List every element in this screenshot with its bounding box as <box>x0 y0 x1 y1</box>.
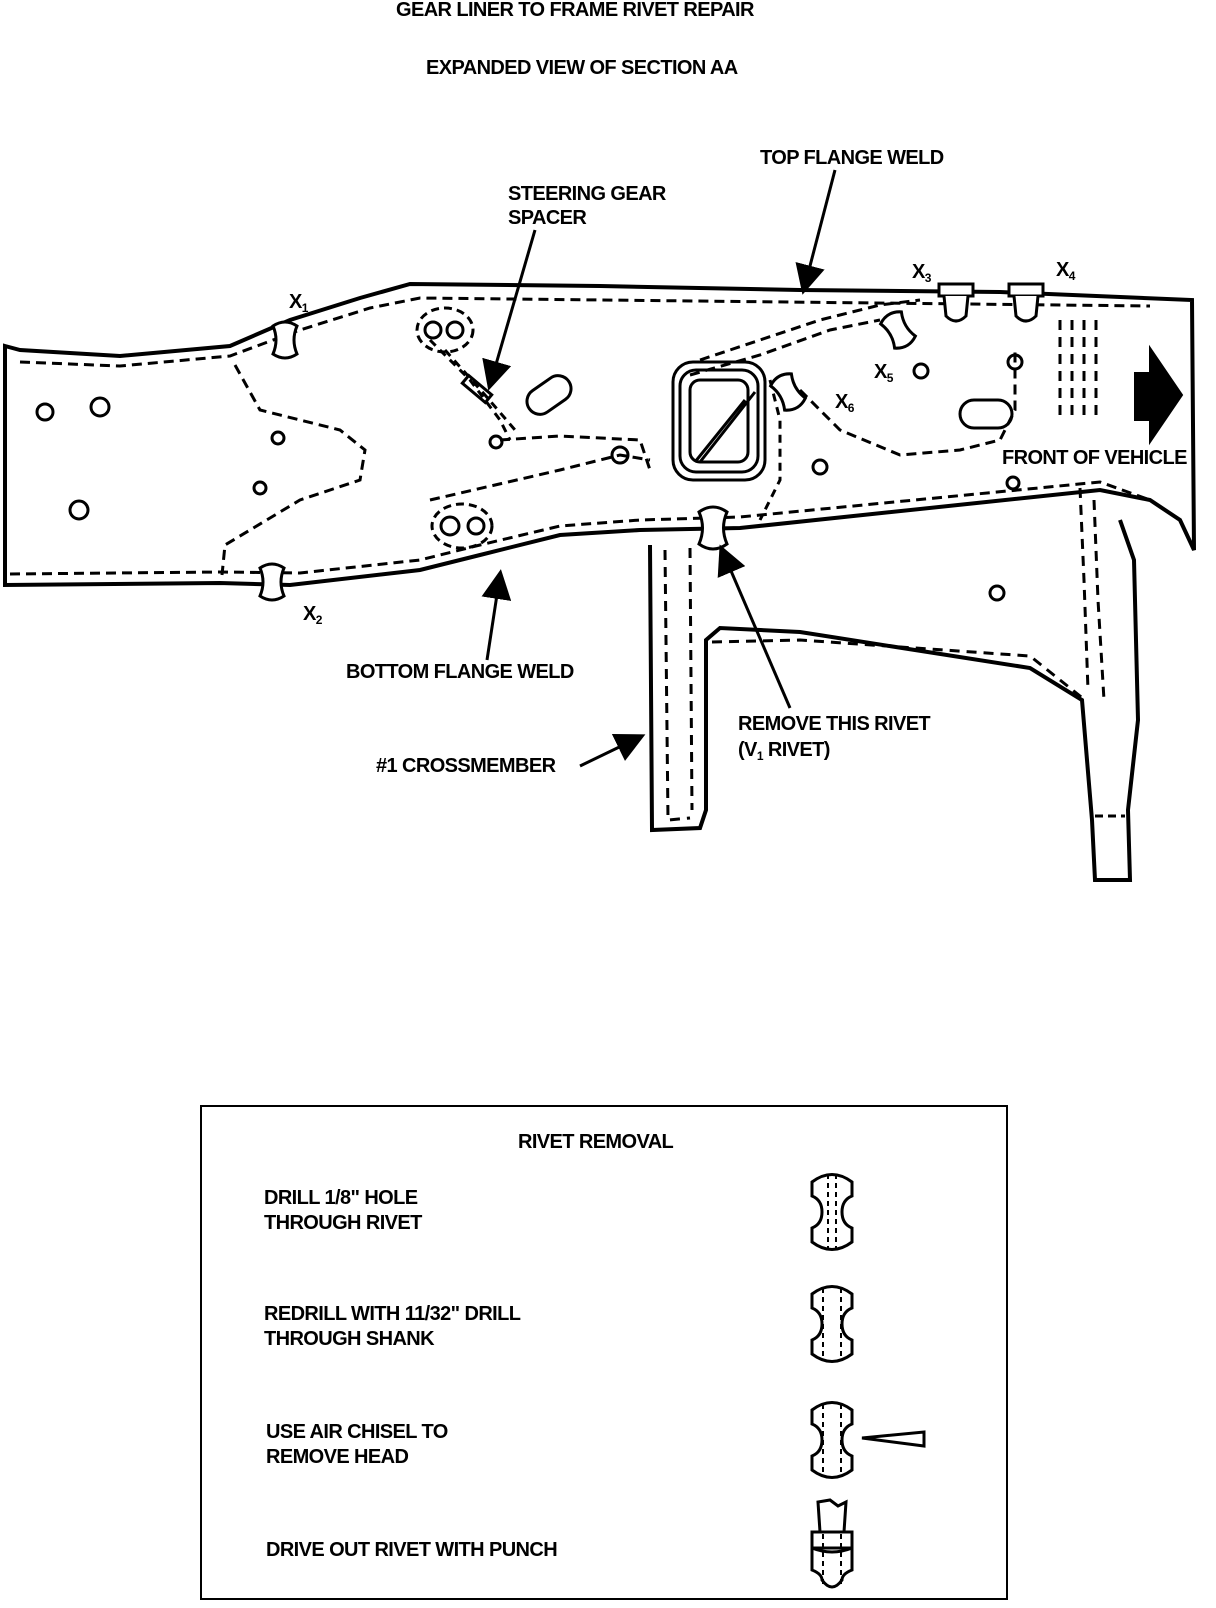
marker-x4: X4 <box>1056 259 1075 283</box>
frame-hole <box>488 434 504 450</box>
spacer-hole <box>423 320 443 340</box>
gear-liner-upper-dashes-2 <box>689 318 881 377</box>
crossmember-post <box>648 519 1141 882</box>
frame-hole <box>252 480 268 496</box>
gear-liner-right-dashes <box>798 350 1017 457</box>
leader-spacer <box>482 229 537 391</box>
rivet-x5 <box>878 310 918 350</box>
frame-hole <box>912 362 930 380</box>
spacer-hole-cluster <box>415 306 475 354</box>
label-v1-rivet: (V1 RIVET) <box>738 739 830 763</box>
leader-bottom-flange <box>481 569 512 661</box>
rivet-x2 <box>258 562 286 602</box>
diagram-title: GEAR LINER TO FRAME RIVET REPAIR <box>396 0 754 21</box>
frame-hole <box>988 584 1006 602</box>
bottom-flange-dashes <box>9 480 1151 576</box>
gear-liner-outline <box>220 364 367 576</box>
gear-mount-strap <box>693 391 757 463</box>
frame-hole <box>89 396 111 418</box>
rivet-step-icon-chisel <box>810 1401 926 1479</box>
label-steering-gear-spacer: STEERING GEAR SPACER <box>508 183 666 229</box>
leader-top-flange <box>795 169 837 295</box>
rivet-removal-box <box>200 1105 1008 1600</box>
leader-v1-rivet <box>717 544 792 709</box>
gear-mount-window-inner <box>688 378 750 464</box>
slot-left <box>525 374 573 416</box>
slot-right <box>958 398 1014 430</box>
rivet-removal-step-4: DRIVE OUT RIVET WITH PUNCH <box>266 1539 558 1561</box>
diagram-subtitle: EXPANDED VIEW OF SECTION AA <box>426 57 738 79</box>
label-crossmember: #1 CROSSMEMBER <box>376 755 556 777</box>
hole-cluster <box>430 502 494 550</box>
frame-hole <box>270 430 286 446</box>
gear-liner-lower-dashes <box>429 453 651 502</box>
marker-x6: X6 <box>835 391 854 415</box>
gear-liner-mid-dashes <box>499 434 652 471</box>
label-remove-this-rivet: REMOVE THIS RIVET <box>738 713 931 735</box>
front-arrow <box>1134 344 1184 446</box>
rivet-v1 <box>697 505 729 551</box>
marker-x2: X2 <box>303 603 322 627</box>
frame-hole <box>35 402 55 422</box>
marker-x3: X3 <box>912 261 931 285</box>
bracket-dashes <box>1058 320 1098 420</box>
label-top-flange-weld: TOP FLANGE WELD <box>760 147 944 169</box>
rivet-step-icon-drill <box>810 1173 854 1251</box>
frame-hole <box>466 516 486 536</box>
frame-hole <box>811 458 829 476</box>
gear-mount-window-outer <box>671 360 767 482</box>
rivet-step-icon-punch <box>810 1498 854 1589</box>
frame-hole <box>439 515 461 537</box>
frame-hole <box>1005 475 1021 491</box>
rivet-removal-step-1: DRILL 1/8" HOLE THROUGH RIVET <box>264 1187 422 1234</box>
rivet-removal-step-3: USE AIR CHISEL TO REMOVE HEAD <box>266 1421 448 1468</box>
spacer-dashes <box>428 338 517 441</box>
rivet-removal-heading: RIVET REMOVAL <box>518 1131 674 1153</box>
rivet-removal-step-2: REDRILL WITH 11/32" DRILL THROUGH SHANK <box>264 1303 521 1350</box>
frame-hole <box>68 499 90 521</box>
marker-x1: X1 <box>289 291 308 315</box>
frame-rail-outline <box>3 281 1196 588</box>
marker-x5: X5 <box>874 361 893 385</box>
gear-mount-window-mid <box>678 368 760 474</box>
rivet-x4 <box>1007 282 1045 323</box>
frame-hole <box>1006 353 1024 371</box>
gear-liner-upper-dashes <box>699 298 921 362</box>
gear-mount-dashes <box>758 379 782 521</box>
rivet-x6 <box>768 372 808 412</box>
rivet-x3 <box>937 282 975 323</box>
crossmember-dashes <box>663 547 694 822</box>
rivet-x1 <box>271 320 299 360</box>
steering-gear-spacer <box>460 373 494 405</box>
label-bottom-flange-weld: BOTTOM FLANGE WELD <box>346 661 574 683</box>
top-flange-dashes <box>19 296 1151 368</box>
leader-crossmember <box>579 733 646 768</box>
frame-hole <box>610 445 630 465</box>
label-front-of-vehicle: FRONT OF VEHICLE <box>1002 447 1187 469</box>
spacer-hole <box>445 320 465 340</box>
bracket-lower-dashes <box>1078 487 1106 701</box>
rivet-step-icon-redrill <box>810 1285 854 1363</box>
